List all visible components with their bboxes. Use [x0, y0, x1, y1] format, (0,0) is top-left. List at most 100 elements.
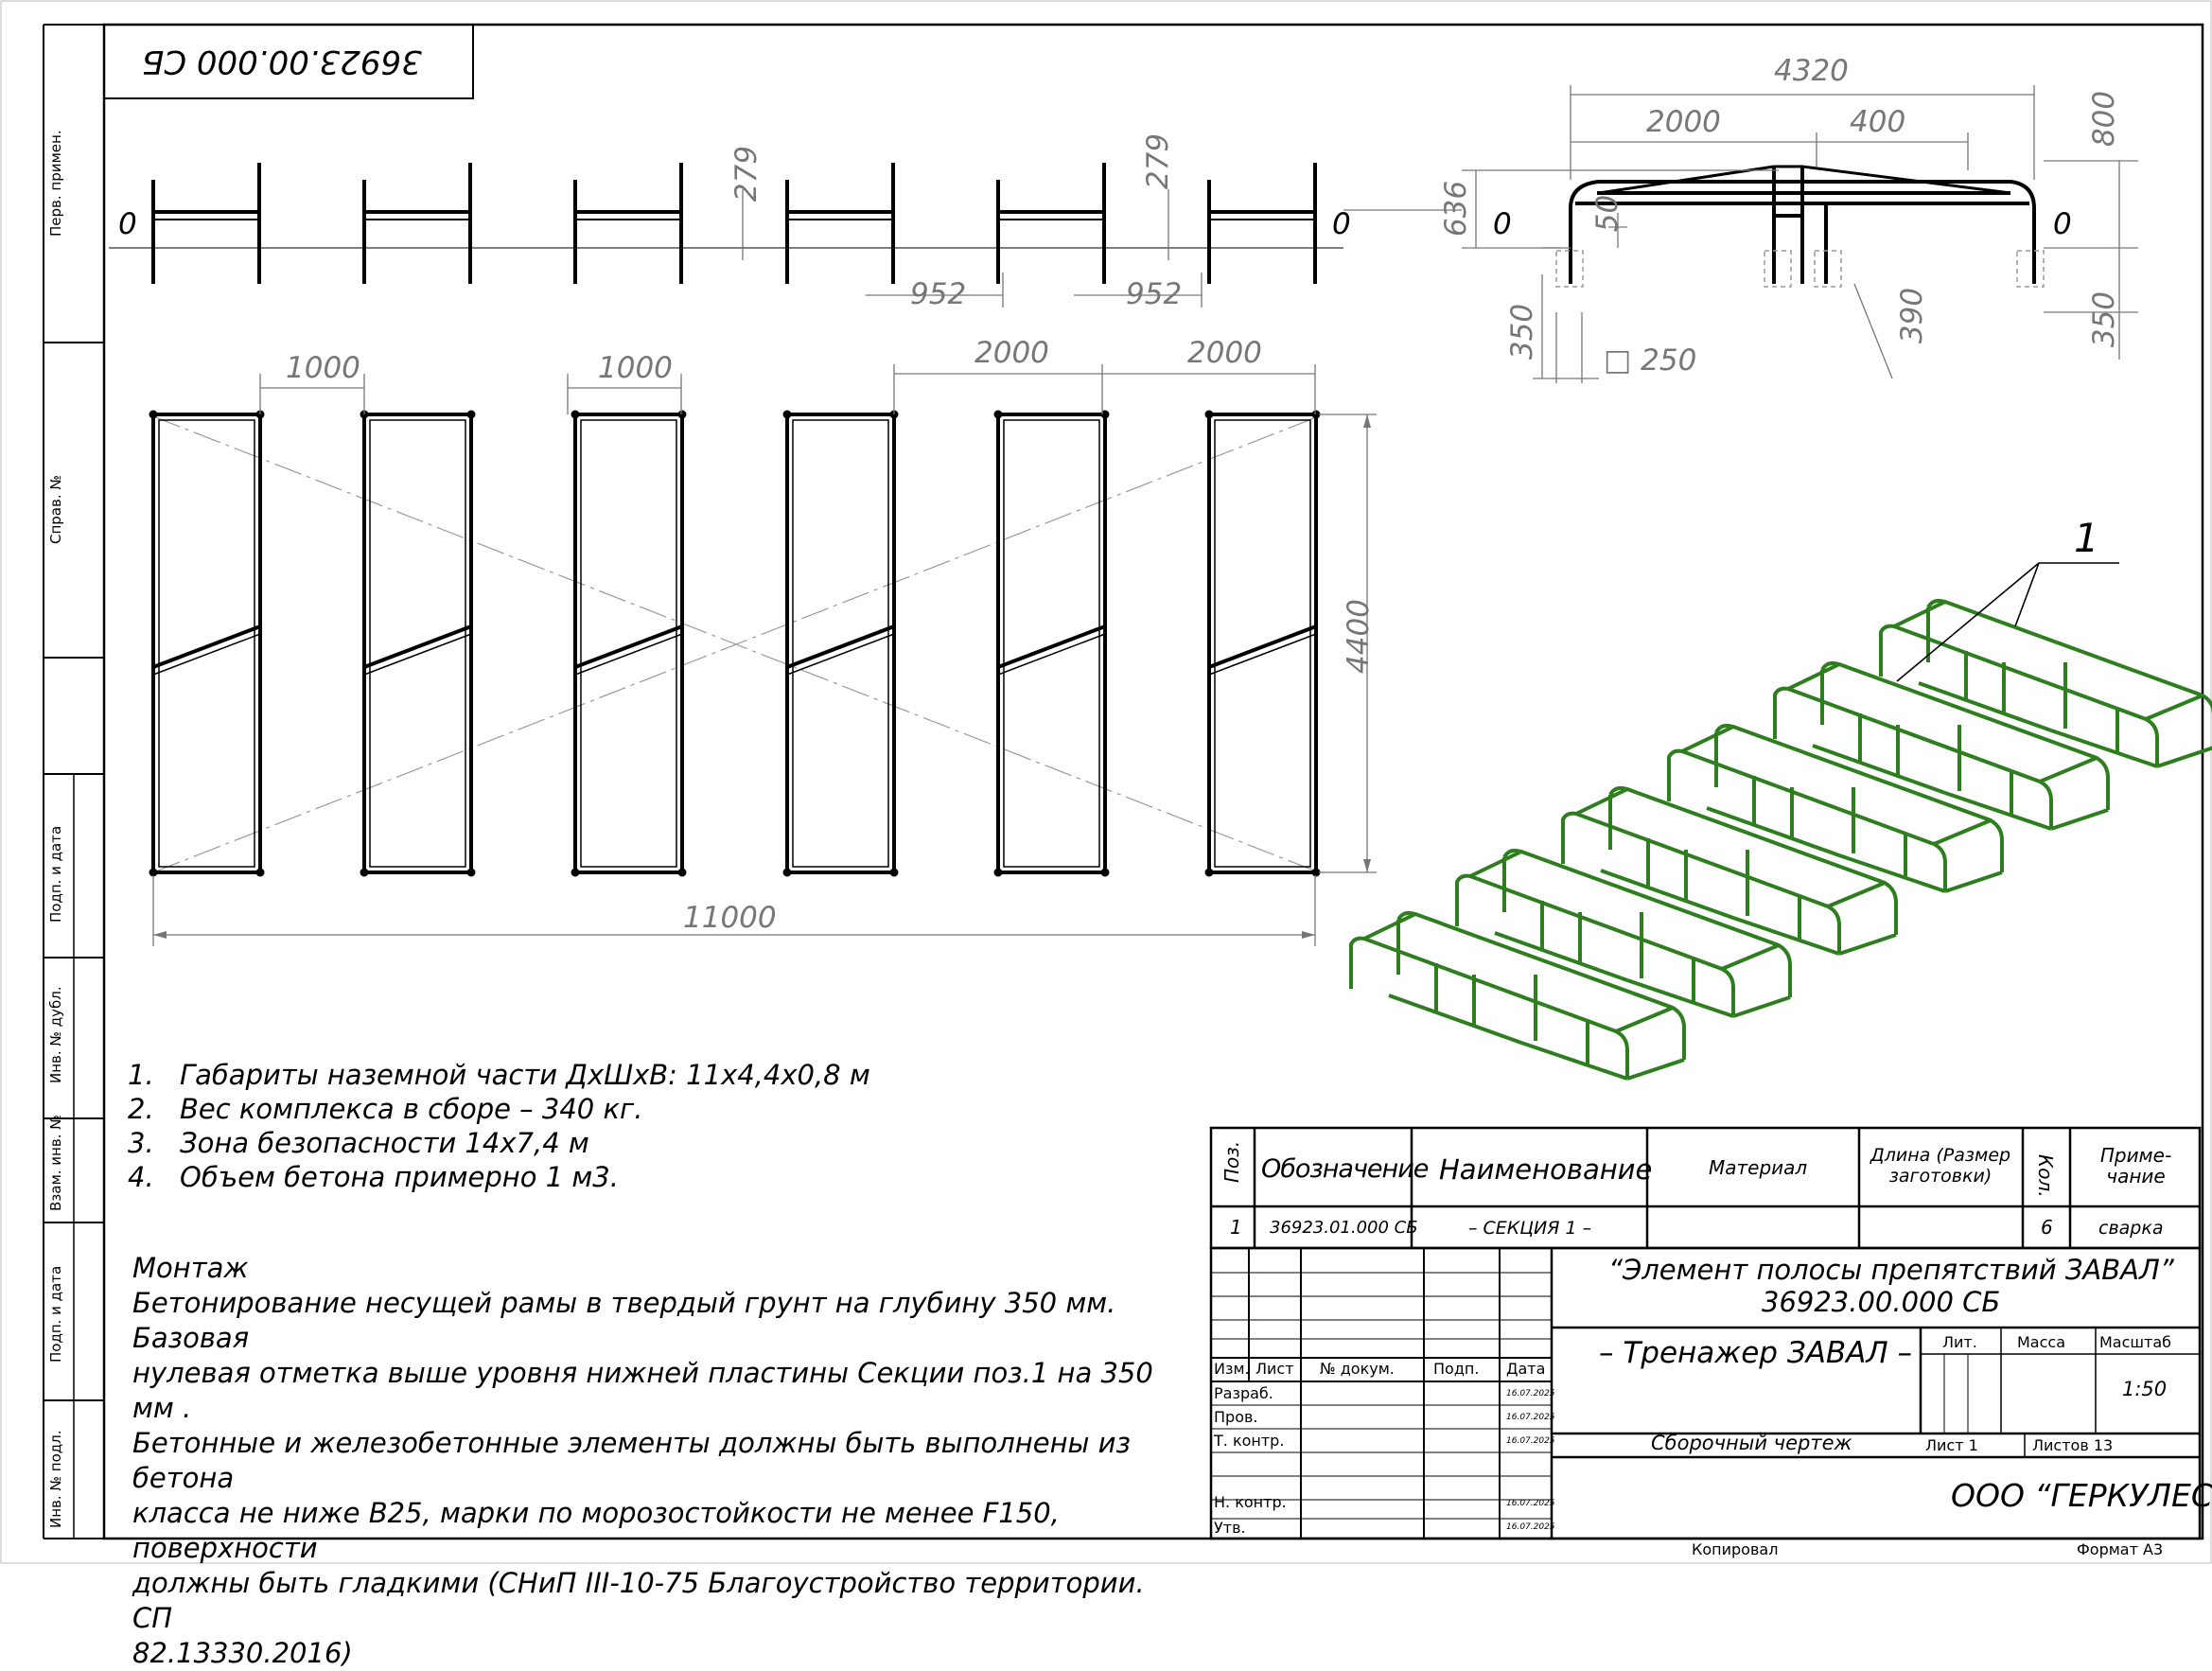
montazh-line: 82.13330.2016) [132, 1637, 353, 1669]
dim-1000-b: 1000 [598, 351, 673, 385]
date-tkontr: 16.07.2025 [1506, 1436, 1555, 1446]
label-format: Формат А3 [2077, 1540, 2164, 1558]
row-utv: Утв. [1214, 1519, 1246, 1537]
iso-section [1349, 910, 1686, 1081]
plan-frame [993, 410, 1110, 877]
dim-279-a: 279 [729, 145, 764, 202]
spec-header-naim: Наименование [1439, 1153, 1653, 1186]
montazh-line: должны быть гладкими (СНиП III-10-75 Бла… [132, 1567, 1145, 1634]
elevation-frame [785, 163, 895, 284]
iso-section [1561, 785, 1898, 956]
iso-section [1455, 848, 1792, 1018]
callout-number: 1 [2074, 515, 2099, 561]
spec-row-kol: 6 [2041, 1216, 2053, 1239]
label-massa: Масса [2017, 1333, 2066, 1351]
sheet-number: Лист 1 [1925, 1436, 1978, 1454]
date-razrab: 16.07.2025 [1506, 1389, 1555, 1398]
col-docnum: № докум. [1320, 1360, 1395, 1378]
montazh-line: Бетонные и железобетонные элементы должн… [132, 1427, 1131, 1494]
margin-label-perv-primen: Перв. примен. [47, 130, 64, 237]
spec-row-oboz: 36923.01.000 СБ [1270, 1218, 1418, 1238]
montazh-title: Монтаж [132, 1252, 249, 1284]
note-item: 3.Зона безопасности 14х7,4 м [128, 1127, 589, 1159]
note-item: 2.Вес комплекса в сборе – 340 кг. [128, 1093, 643, 1125]
margin-label-inv-podl: Инв. № подл. [47, 1430, 64, 1528]
dim-side-800: 800 [2087, 90, 2122, 148]
iso-section [1667, 723, 2004, 893]
label-masshtab: Масштаб [2099, 1333, 2172, 1351]
dim-2000-a: 2000 [974, 336, 1049, 370]
scale-value: 1:50 [2122, 1378, 2168, 1400]
spec-row-poz: 1 [1230, 1216, 1242, 1239]
plan-frame [1204, 410, 1321, 877]
col-list: Лист [1255, 1360, 1294, 1378]
margin-label-vzam-inv: Взам. инв. № [47, 1115, 64, 1211]
note-item: 1.Габариты наземной части ДхШхВ: 11х4,4х… [128, 1059, 870, 1091]
company-name: ООО “ГЕРКУЛЕС” [1951, 1477, 2212, 1514]
montazh-section: Монтаж Бетонирование несущей рамы в твер… [132, 1251, 1192, 1671]
label-lit: Лит. [1942, 1333, 1977, 1351]
elevation-frame [1207, 163, 1317, 284]
dim-11000: 11000 [683, 901, 777, 935]
row-tkontr: Т. контр. [1214, 1432, 1285, 1450]
margin-label-inv-dubl: Инв. № дубл. [47, 986, 64, 1083]
general-notes: 1.Габариты наземной части ДхШхВ: 11х4,4х… [128, 1058, 870, 1194]
note-item: 4.Объем бетона примерно 1 м3. [128, 1161, 619, 1193]
margin-label-podp-data-1: Подп. и дата [47, 825, 64, 923]
dim-side-350-right: 350 [2087, 290, 2122, 348]
elevation-frame [573, 163, 683, 284]
drawing-sheet [0, 0, 2212, 1564]
row-prov: Пров. [1214, 1408, 1258, 1426]
plan-frame [149, 410, 265, 877]
dim-side-400: 400 [1850, 105, 1906, 139]
dim-279-b: 279 [1141, 132, 1176, 190]
sheet-frame [0, 0, 2212, 1564]
dim-952-b: 952 [1126, 277, 1183, 311]
callout-leader [1896, 562, 2119, 682]
spec-row-prim: сварка [2098, 1218, 2164, 1239]
elevation-frame [996, 163, 1106, 284]
title-block-frame [1209, 1246, 2202, 1540]
elevation-frame [362, 163, 472, 284]
montazh-line: Бетонирование несущей рамы в твердый гру… [132, 1287, 1116, 1354]
plan-zero-left: 0 [118, 207, 137, 241]
elevation-frame [151, 163, 261, 284]
dim-side-636: 636 [1439, 180, 1474, 237]
col-izm: Изм. [1214, 1360, 1250, 1378]
side-zero-left: 0 [1493, 207, 1512, 241]
isometric-view [1349, 598, 2212, 1081]
top-stamp-code: 36923.00.000 СБ [142, 43, 422, 80]
spec-header-oboz: Обозначение [1261, 1154, 1429, 1184]
side-zero-right: 0 [2053, 207, 2072, 241]
drawing-name: – Тренажер ЗАВАЛ – [1599, 1336, 1913, 1370]
plan-view [149, 189, 1377, 946]
spec-header-prim: Приме-чание [2099, 1144, 2172, 1187]
side-view [1343, 85, 2138, 383]
col-data: Дата [1506, 1360, 1546, 1378]
spec-header-mat: Материал [1709, 1156, 1808, 1179]
dim-side-390: 390 [1895, 287, 1930, 344]
plan-frame [782, 410, 899, 877]
montazh-line: нулевая отметка выше уровня нижней пласт… [132, 1357, 1153, 1424]
drawing-code: 36923.00.000 СБ [1762, 1286, 2001, 1318]
dim-4320: 4320 [1774, 54, 1849, 88]
col-podp: Подп. [1433, 1360, 1480, 1378]
spec-header-dlina: Длина (Размер заготовки) [1870, 1145, 2011, 1187]
date-nkontr: 16.07.2025 [1506, 1499, 1555, 1508]
sheets-total: Листов 13 [2032, 1436, 2114, 1454]
doc-type: Сборочный чертеж [1651, 1432, 1852, 1454]
dim-4400: 4400 [1341, 599, 1376, 674]
spec-row-naim: – СЕКЦИЯ 1 – [1468, 1218, 1592, 1239]
date-utv: 16.07.2025 [1506, 1522, 1555, 1532]
row-nkontr: Н. контр. [1214, 1493, 1287, 1511]
margin-label-podp-data-2: Подп. и дата [47, 1265, 64, 1363]
dim-952-a: 952 [910, 277, 967, 311]
spec-header-kol: Кол. [2034, 1154, 2057, 1198]
dim-side-50: 50 [1590, 194, 1625, 233]
label-kopiroval: Копировал [1692, 1540, 1779, 1558]
dim-side-2000: 2000 [1646, 105, 1721, 139]
plan-frame [360, 410, 476, 877]
montazh-line: класса не ниже B25, марки по морозостойк… [132, 1497, 1060, 1564]
plan-zero-right: 0 [1332, 207, 1351, 241]
front-elevations [109, 163, 1343, 284]
